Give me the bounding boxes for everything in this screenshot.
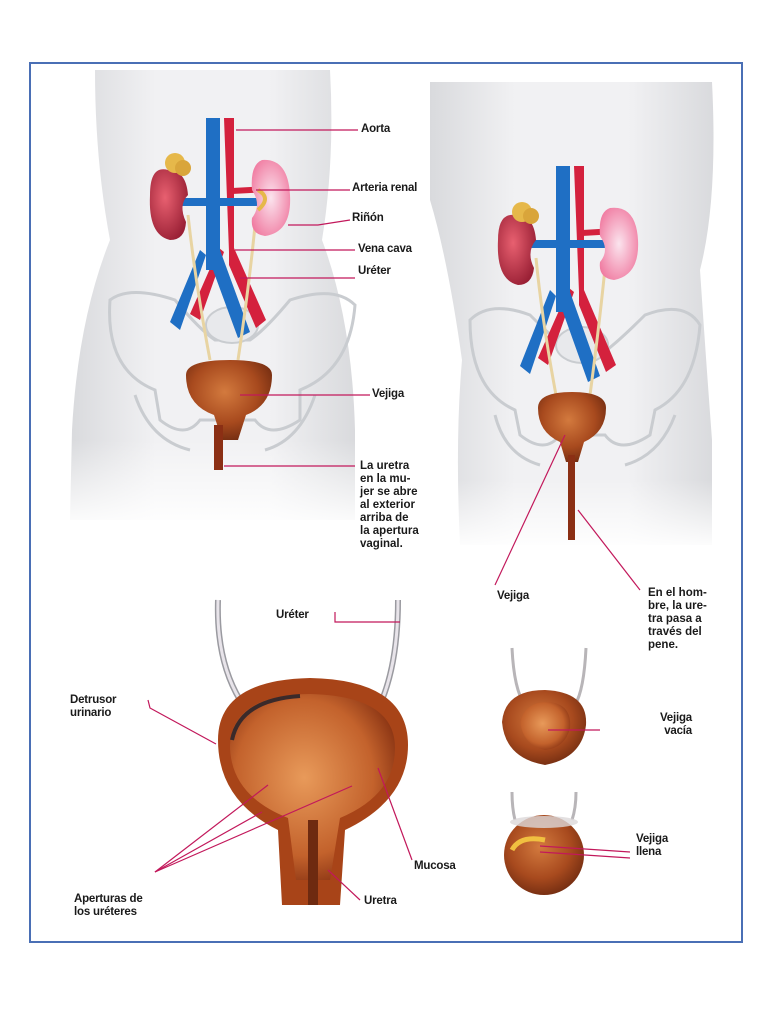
label-line: llena bbox=[636, 846, 662, 858]
label-vejiga-male: Vejiga bbox=[497, 590, 530, 602]
note-uretra-male: En el hom- bre, la ure- tra pasa a travé… bbox=[648, 587, 720, 652]
male-vessels bbox=[520, 166, 616, 396]
label-ureter-bottom: Uréter bbox=[276, 609, 309, 621]
label-vejiga-vacia: Vejiga vacía bbox=[648, 712, 692, 738]
bladder-empty bbox=[502, 647, 588, 765]
label-rinon: Riñón bbox=[352, 212, 384, 224]
label-line: vacía bbox=[664, 725, 692, 737]
note-line: al exterior bbox=[360, 499, 415, 511]
label-aorta: Aorta bbox=[361, 123, 391, 135]
label-vena-cava: Vena cava bbox=[358, 243, 412, 255]
note-line: pene. bbox=[648, 639, 679, 651]
leader-lines bbox=[147, 129, 641, 901]
note-line: en la mu- bbox=[360, 473, 411, 485]
label-line: Vejiga bbox=[659, 712, 692, 724]
note-line: tra pasa a bbox=[648, 613, 702, 625]
label-line: urinario bbox=[70, 707, 112, 719]
label-line: Detrusor bbox=[70, 694, 117, 706]
note-line: La uretra bbox=[360, 460, 410, 472]
label-vejiga-llena: Vejiga llena bbox=[636, 833, 668, 859]
note-uretra-female: La uretra en la mu- jer se abre al exter… bbox=[360, 460, 432, 551]
note-line: través del bbox=[648, 626, 702, 638]
label-arteria-renal: Arteria renal bbox=[352, 182, 418, 194]
note-line: jer se abre bbox=[360, 486, 418, 498]
label-uretra-bottom: Uretra bbox=[364, 895, 397, 907]
label-line: Aperturas de bbox=[74, 893, 143, 905]
bladder-full bbox=[504, 791, 584, 895]
label-aperturas: Aperturas de los uréteres bbox=[74, 893, 143, 919]
label-line: Vejiga bbox=[636, 833, 669, 845]
label-ureter-top: Uréter bbox=[358, 265, 391, 277]
female-kidneys bbox=[149, 153, 291, 240]
note-line: la apertura bbox=[360, 525, 419, 537]
note-line: vaginal. bbox=[360, 538, 403, 550]
label-mucosa: Mucosa bbox=[414, 860, 456, 872]
female-vessels bbox=[170, 118, 268, 361]
female-bladder bbox=[186, 360, 272, 470]
note-line: arriba de bbox=[360, 512, 409, 524]
diagram-frame bbox=[29, 62, 743, 943]
label-vejiga-female: Vejiga bbox=[372, 388, 405, 400]
bladder-cross-section bbox=[214, 599, 408, 905]
note-line: bre, la ure- bbox=[648, 600, 707, 612]
label-detrusor: Detrusor urinario bbox=[70, 694, 117, 720]
label-line: los uréteres bbox=[74, 906, 137, 918]
male-kidneys bbox=[497, 202, 639, 285]
male-bladder bbox=[538, 392, 606, 540]
note-line: En el hom- bbox=[648, 587, 707, 599]
